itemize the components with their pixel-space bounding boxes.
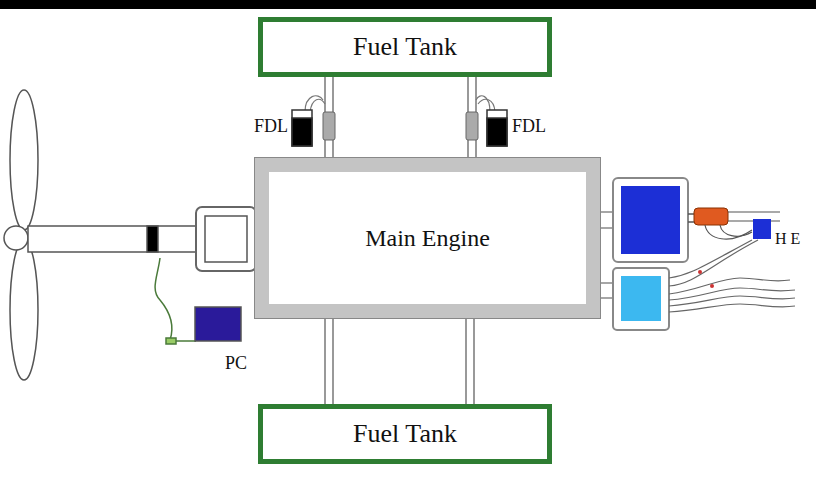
sensor-wire <box>155 258 196 344</box>
right-components <box>600 178 795 330</box>
node-text: Fuel Tank <box>353 32 457 62</box>
part-label: PC <box>225 353 247 374</box>
node-text: Fuel Tank <box>353 419 457 449</box>
engine-box: Main Engine <box>255 158 600 318</box>
fuel-pipe <box>466 318 474 404</box>
fuel-pipe <box>325 318 333 404</box>
shaft <box>28 207 270 271</box>
top-bar <box>0 0 816 9</box>
pc-box <box>195 307 241 341</box>
node-text: Main Engine <box>365 225 490 252</box>
part-label: FDL <box>254 116 288 137</box>
part-label: H E <box>775 230 800 248</box>
tank-box: Fuel Tank <box>258 17 552 77</box>
tank-box: Fuel Tank <box>258 404 552 464</box>
part-label: FDL <box>512 116 546 137</box>
